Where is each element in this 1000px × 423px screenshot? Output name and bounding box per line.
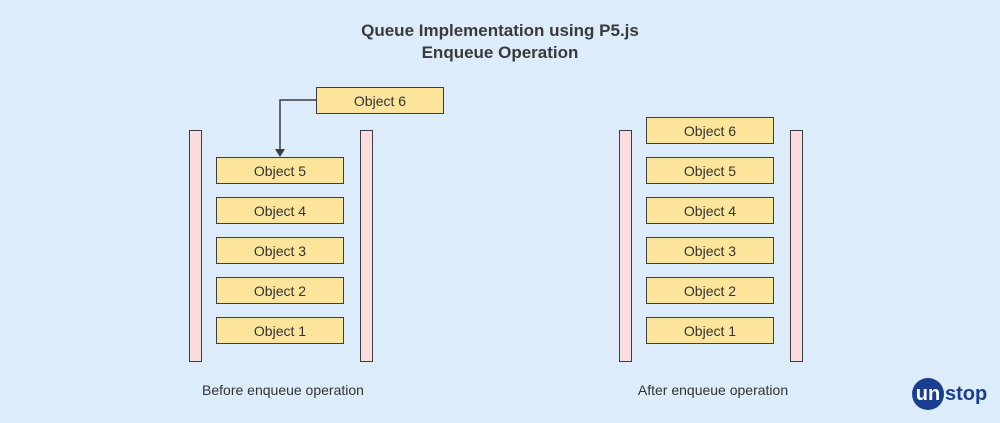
after-caption: After enqueue operation bbox=[637, 382, 789, 398]
after-right-rail bbox=[790, 130, 803, 362]
before-queue-item: Object 1 bbox=[216, 317, 344, 344]
diagram-title: Queue Implementation using P5.js bbox=[361, 21, 639, 40]
after-queue-item: Object 2 bbox=[646, 277, 774, 304]
before-caption: Before enqueue operation bbox=[202, 382, 364, 398]
unstop-logo: un stop bbox=[912, 378, 987, 410]
before-queue-item: Object 5 bbox=[216, 157, 344, 184]
after-queue-item: Object 1 bbox=[646, 317, 774, 344]
after-left-rail bbox=[619, 130, 632, 362]
before-queue-item: Object 2 bbox=[216, 277, 344, 304]
logo-circle: un bbox=[912, 378, 944, 410]
before-right-rail bbox=[360, 130, 373, 362]
before-queue-item: Object 3 bbox=[216, 237, 344, 264]
after-queue-item: Object 5 bbox=[646, 157, 774, 184]
logo-text: stop bbox=[945, 382, 988, 405]
diagram-subtitle: Enqueue Operation bbox=[421, 43, 579, 62]
after-queue-item: Object 3 bbox=[646, 237, 774, 264]
before-left-rail bbox=[189, 130, 202, 362]
after-queue-item: Object 4 bbox=[646, 197, 774, 224]
incoming-object-box: Object 6 bbox=[316, 87, 444, 114]
after-queue-item: Object 6 bbox=[646, 117, 774, 144]
before-queue-item: Object 4 bbox=[216, 197, 344, 224]
